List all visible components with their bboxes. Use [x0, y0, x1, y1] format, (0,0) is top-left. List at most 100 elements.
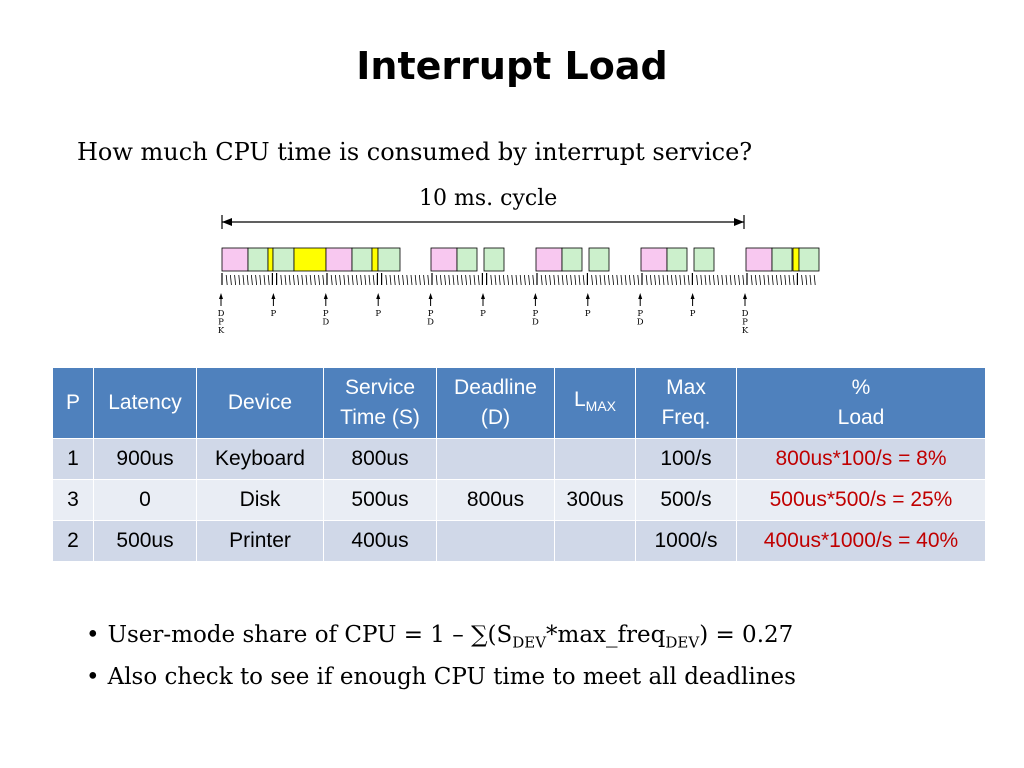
tick-mark [288, 274, 291, 286]
tick-mark [473, 274, 476, 286]
tick-mark [410, 274, 413, 286]
tick-mark [708, 274, 711, 286]
tick-mark [553, 274, 556, 286]
tick-mark [662, 274, 665, 286]
cell-lmax: 300us [554, 479, 636, 521]
cell-p: 1 [52, 438, 94, 480]
marker-label: D [532, 318, 539, 328]
question-text: How much CPU time is consumed by interru… [77, 138, 753, 166]
cell-freq: 1000/s [635, 520, 737, 562]
tick-mark [658, 274, 661, 286]
tick-mark [666, 274, 669, 286]
tick-mark [452, 274, 455, 286]
tick-mark [393, 274, 396, 286]
tick-mark [755, 274, 757, 286]
yellow-service-block [267, 247, 274, 272]
marker-label: K [742, 326, 749, 336]
cell-deadline: 800us [436, 479, 555, 521]
tick-mark [813, 274, 816, 286]
green-service-block [693, 247, 715, 272]
tick-mark [494, 274, 497, 286]
tick-mark [435, 274, 438, 286]
tick-mark [683, 274, 686, 286]
tick-mark [511, 274, 514, 286]
tick-mark [616, 274, 619, 286]
cell-lmax [554, 438, 636, 480]
header-latency: Latency [93, 367, 197, 439]
tick-mark [398, 274, 400, 286]
interrupt-marker: DPK [218, 293, 225, 336]
tick-mark [557, 274, 560, 286]
tick-mark [309, 274, 312, 286]
marker-label: P [690, 309, 696, 319]
tick-mark [637, 274, 640, 286]
header-load: %Load [736, 367, 986, 439]
tick-mark [801, 274, 803, 286]
tick-mark [696, 274, 698, 286]
tick-mark [725, 274, 728, 286]
cell-freq: 100/s [635, 438, 737, 480]
bullet-user-mode-share: User-mode share of CPU = 1 – ∑(SDEV*max_… [86, 618, 796, 660]
green-service-block [272, 247, 295, 272]
green-service-block [771, 247, 793, 272]
green-service-block [483, 247, 505, 272]
marker-label: K [218, 326, 225, 336]
slide-title: Interrupt Load [356, 44, 668, 88]
tick-mark [767, 274, 770, 286]
header-p: P [52, 367, 94, 439]
tick-mark [524, 274, 526, 286]
tick-mark [561, 274, 564, 286]
pink-service-block [221, 247, 249, 272]
tick-mark [238, 274, 241, 286]
tick-mark [465, 274, 467, 286]
marker-label: D [742, 309, 749, 319]
tick-mark [515, 274, 518, 286]
interrupt-marker: P [271, 293, 277, 319]
tick-mark [528, 274, 530, 286]
tick-mark [477, 274, 480, 286]
tick-mark [389, 274, 392, 286]
bullet-list: User-mode share of CPU = 1 – ∑(SDEV*max_… [86, 618, 796, 694]
pink-service-block [535, 247, 563, 272]
tick-mark [259, 274, 262, 286]
tick-mark [246, 274, 249, 286]
tick-mark [809, 274, 812, 286]
tick-mark [591, 274, 593, 286]
tick-mark [385, 274, 388, 286]
tick-mark [284, 274, 287, 286]
tick-mark [629, 274, 631, 286]
green-service-block [588, 247, 610, 272]
tick-mark [351, 274, 354, 286]
tick-mark [356, 274, 358, 286]
tick-mark [372, 274, 375, 286]
marker-label: P [271, 309, 277, 319]
tick-mark [343, 274, 346, 286]
green-service-block [798, 247, 820, 272]
tick-mark [234, 274, 236, 286]
cell-p: 2 [52, 520, 94, 562]
tick-mark [322, 274, 325, 286]
tick-mark [734, 274, 736, 286]
cell-service: 800us [323, 438, 437, 480]
tick-mark [456, 274, 459, 286]
cell-load: 800us*100/s = 8% [736, 438, 986, 480]
cell-p: 3 [52, 479, 94, 521]
tick-mark [574, 274, 577, 286]
interrupt-marker: PD [532, 293, 539, 328]
tick-mark [549, 274, 551, 286]
tick-mark [440, 274, 442, 286]
pink-service-block [325, 247, 353, 272]
tick-mark [742, 274, 745, 286]
tick-mark [729, 274, 732, 286]
marker-label: P [323, 309, 329, 319]
cell-device: Disk [196, 479, 324, 521]
header-lmax: LMAX [554, 367, 636, 439]
tick-mark [251, 274, 253, 286]
interrupt-marker: P [585, 293, 591, 319]
yellow-service-block [293, 247, 327, 272]
interrupt-marker: P [375, 293, 381, 319]
tick-mark [570, 274, 572, 286]
